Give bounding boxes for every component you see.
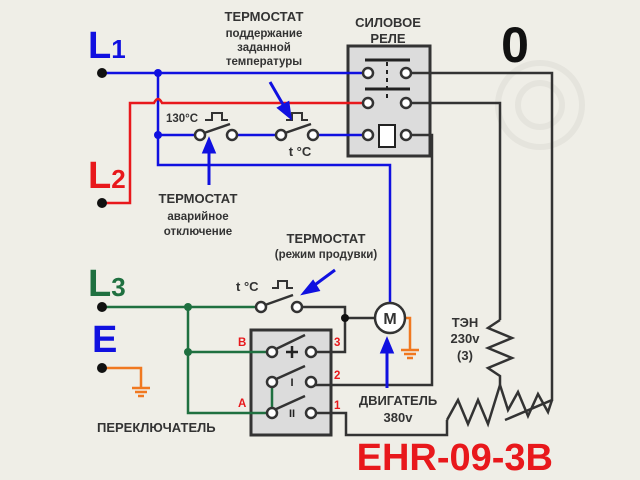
thermostat-main-switch (274, 112, 320, 142)
thermostat-emergency-line1: аварийное (167, 211, 228, 223)
heater-label-line3: (3) (457, 348, 473, 363)
junctions (154, 69, 349, 356)
l3-wires (102, 305, 274, 415)
earth-label: E (92, 319, 117, 361)
thermostat-main-line2: заданной (237, 42, 291, 54)
gear-watermark-icon (495, 60, 585, 150)
heater-label-line1: ТЭН (452, 315, 479, 330)
switch-terminals (265, 333, 318, 420)
corner-mark: 0 (501, 17, 529, 73)
motor-symbol: M (383, 311, 396, 328)
l3-label: L3 (88, 263, 126, 305)
switch-terminal-1: 1 (334, 400, 341, 412)
l2-wire (102, 97, 363, 205)
heater-element-1 (484, 318, 516, 385)
switch-terminal-b: B (238, 337, 246, 349)
switch-terminal-2: 2 (334, 370, 340, 382)
heater-element-2 (445, 384, 502, 428)
load-wires (302, 71, 554, 437)
supply-terminals (97, 68, 107, 373)
thermostat-blow-switch (254, 280, 304, 314)
relay-title-line1: СИЛОВОЕ (355, 15, 421, 30)
l1-wires (102, 71, 392, 302)
switch-terminal-a: A (238, 398, 246, 410)
relay-terminals (361, 66, 413, 142)
switch-terminal-3: 3 (334, 337, 340, 349)
earth-wires (102, 316, 419, 398)
thermostat-blow-line1: (режим продувки) (275, 249, 378, 261)
l1-label: L1 (88, 25, 126, 67)
fan-icon (286, 346, 298, 358)
thermostat-emergency-switch (193, 112, 239, 142)
thermostat-main-title: ТЕРМОСТАТ (225, 9, 304, 24)
thermostat-emergency-switch-label: 130°C (166, 113, 198, 125)
thermostat-main-line1: поддержание (226, 28, 303, 40)
thermostat-emergency-line2: отключение (164, 226, 232, 238)
l2-label: L2 (88, 155, 126, 197)
thermostat-main-line3: температуры (226, 56, 302, 68)
relay-title-line2: РЕЛЕ (370, 31, 405, 46)
switch-label: ПЕРЕКЛЮЧАТЕЛЬ (97, 420, 216, 435)
thermostat-blow-switch-label: t °C (236, 279, 259, 294)
heater-element-3 (498, 384, 554, 420)
model-label: EHR-09-3B (357, 437, 553, 479)
relay-coil (378, 124, 396, 148)
heater-label-line2: 230v (451, 331, 481, 346)
motor (373, 301, 407, 335)
motor-label-line1: ДВИГАТЕЛЬ (359, 393, 437, 408)
motor-label-line2: 380v (384, 410, 414, 425)
pointer-arrows (201, 81, 395, 388)
switch-position-1: I (290, 377, 293, 389)
thermostat-blow-title: ТЕРМОСТАТ (287, 231, 366, 246)
switch-position-2: II (289, 408, 295, 420)
thermostat-emergency-title: ТЕРМОСТАТ (159, 191, 238, 206)
thermostat-main-switch-label: t °C (289, 144, 312, 159)
